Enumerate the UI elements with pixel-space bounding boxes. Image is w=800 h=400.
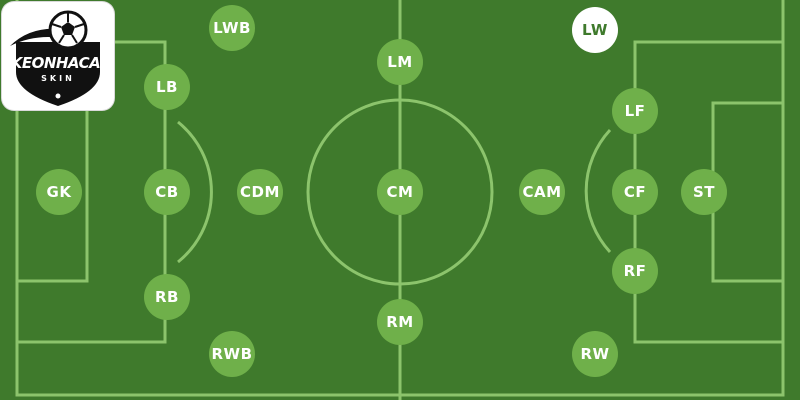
brand-logo: KEONHACAI SKIN: [2, 2, 114, 110]
position-cm: CM: [377, 169, 423, 215]
position-cam: CAM: [519, 169, 565, 215]
logo-emblem: [10, 10, 100, 106]
position-rwb: RWB: [209, 331, 255, 377]
center-circle: [306, 98, 494, 286]
position-lw: LW: [572, 7, 618, 53]
position-cb: CB: [144, 169, 190, 215]
position-rf: RF: [612, 248, 658, 294]
position-gk: GK: [36, 169, 82, 215]
soccer-ball-icon: [48, 10, 88, 50]
position-lb: LB: [144, 64, 190, 110]
position-st: ST: [681, 169, 727, 215]
position-rw: RW: [572, 331, 618, 377]
left-penalty-arc: [177, 120, 213, 264]
logo-wordmark: KEONHACAI: [10, 54, 106, 72]
star-icon: [55, 93, 61, 99]
position-lm: LM: [377, 39, 423, 85]
position-rb: RB: [144, 274, 190, 320]
position-rm: RM: [377, 299, 423, 345]
position-lwb: LWB: [209, 5, 255, 51]
position-cdm: CDM: [237, 169, 283, 215]
position-lf: LF: [612, 88, 658, 134]
logo-subtitle: SKIN: [41, 74, 75, 83]
logo-shield-shape: [16, 42, 100, 106]
position-cf: CF: [612, 169, 658, 215]
right-penalty-arc: [584, 128, 612, 254]
